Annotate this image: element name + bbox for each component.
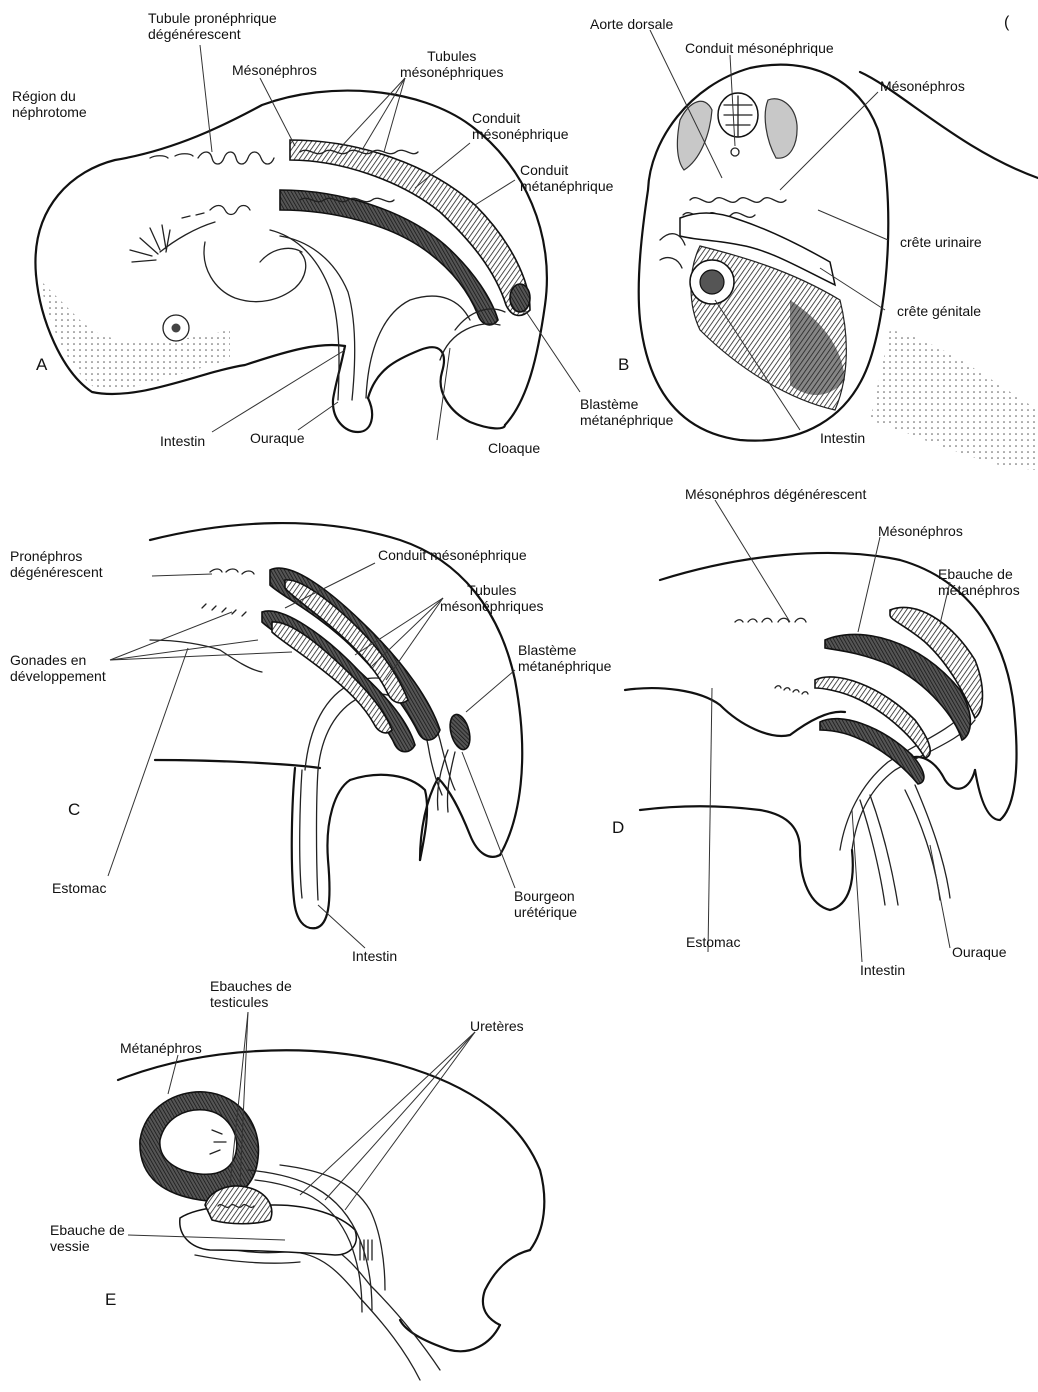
panel-d-letter: D	[612, 818, 624, 838]
label-intestin-a: Intestin	[160, 433, 205, 449]
label-estomac-c: Estomac	[52, 880, 106, 896]
label-intestin-d: Intestin	[860, 962, 905, 978]
label-mesonephros-b: Mésonéphros	[880, 78, 965, 94]
label-gonades: Gonades en développement	[10, 652, 106, 684]
label-mesonephros-d: Mésonéphros	[878, 523, 963, 539]
label-region-nephrotome: Région du néphrotome	[12, 88, 87, 120]
panel-c-letter: C	[68, 800, 80, 820]
label-mesonephros-degenerescent: Mésonéphros dégénérescent	[685, 486, 866, 502]
panel-b-letter: B	[618, 355, 629, 375]
label-conduit-mesonephrique-c: Conduit mésonéphrique	[378, 547, 527, 563]
label-estomac-d: Estomac	[686, 934, 740, 950]
label-intestin-c: Intestin	[352, 948, 397, 964]
label-ebauches-testicules: Ebauches de testicules	[210, 978, 292, 1010]
label-intestin-b: Intestin	[820, 430, 865, 446]
label-crete-urinaire: crête urinaire	[900, 234, 982, 250]
label-ouraque-a: Ouraque	[250, 430, 304, 446]
panel-e-drawing	[118, 1050, 544, 1380]
panel-a-letter: A	[36, 355, 47, 375]
label-blasteme-c: Blastème métanéphrique	[518, 642, 611, 674]
leader-lines	[108, 30, 950, 1240]
label-metanephros-e: Métanéphros	[120, 1040, 202, 1056]
label-conduit-mesonephrique-b: Conduit mésonéphrique	[685, 40, 834, 56]
label-bourgeon-ureterique: Bourgeon urétérique	[514, 888, 577, 920]
label-tubule-pronephrique: Tubule pronéphrique dégénérescent	[148, 10, 288, 42]
label-ebauche-metanephros: Ebauche de métanéphros	[938, 566, 1020, 598]
label-blasteme-a: Blastème métanéphrique	[580, 396, 673, 428]
label-ureteres: Uretères	[470, 1018, 524, 1034]
label-ebauche-vessie: Ebauche de vessie	[50, 1222, 125, 1254]
panel-a-drawing	[35, 91, 546, 432]
label-mesonephros-a: Mésonéphros	[232, 62, 317, 78]
label-ouraque-d: Ouraque	[952, 944, 1006, 960]
label-pronephros-degenerescent: Pronéphros dégénérescent	[10, 548, 103, 580]
label-crete-genitale: crête génitale	[897, 303, 981, 319]
panel-d-drawing	[625, 553, 1017, 910]
label-aorte-dorsale: Aorte dorsale	[590, 16, 673, 32]
panel-b-drawing	[639, 65, 1038, 470]
panel-e-letter: E	[105, 1290, 116, 1310]
label-cloaque: Cloaque	[488, 440, 540, 456]
label-conduit-metanephrique: Conduit métanéphrique	[520, 162, 613, 194]
label-tubules-mesonephriques-a: Tubules mésonéphriques	[400, 48, 504, 80]
label-conduit-mesonephrique-a: Conduit mésonéphrique	[472, 110, 569, 142]
cropped-caption-fragment: (	[1004, 14, 1009, 32]
label-tubules-mesonephriques-c: Tubules mésonéphriques	[440, 582, 544, 614]
